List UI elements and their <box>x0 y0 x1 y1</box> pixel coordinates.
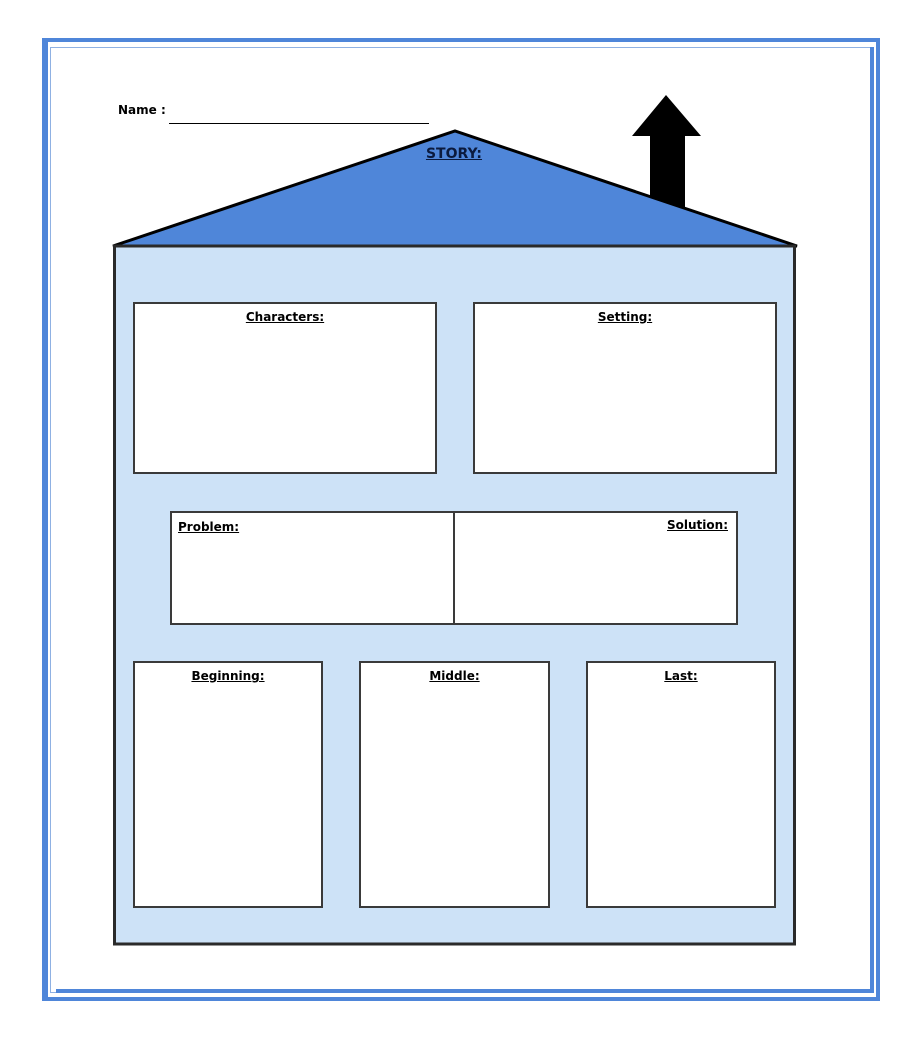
page-border-bottom-accent <box>56 989 874 993</box>
characters-label: Characters: <box>245 310 325 324</box>
problem-box[interactable]: Problem: <box>170 511 456 625</box>
problem-label: Problem: <box>178 520 240 534</box>
characters-box[interactable]: Characters: <box>133 302 437 474</box>
chimney-arrow-icon <box>632 95 701 210</box>
page-border-right-accent <box>870 47 874 993</box>
middle-label: Middle: <box>429 669 480 683</box>
beginning-label: Beginning: <box>191 669 265 683</box>
solution-box[interactable]: Solution: <box>453 511 738 625</box>
page-border-left-accent <box>42 38 48 1001</box>
setting-label: Setting: <box>597 310 653 324</box>
name-input-line[interactable] <box>169 123 429 124</box>
beginning-box[interactable]: Beginning: <box>133 661 323 908</box>
name-label: Name : <box>118 103 166 117</box>
last-box[interactable]: Last: <box>586 661 776 908</box>
solution-label: Solution: <box>667 518 728 532</box>
last-label: Last: <box>664 669 698 683</box>
setting-box[interactable]: Setting: <box>473 302 777 474</box>
story-title: STORY: <box>425 146 483 162</box>
middle-box[interactable]: Middle: <box>359 661 550 908</box>
